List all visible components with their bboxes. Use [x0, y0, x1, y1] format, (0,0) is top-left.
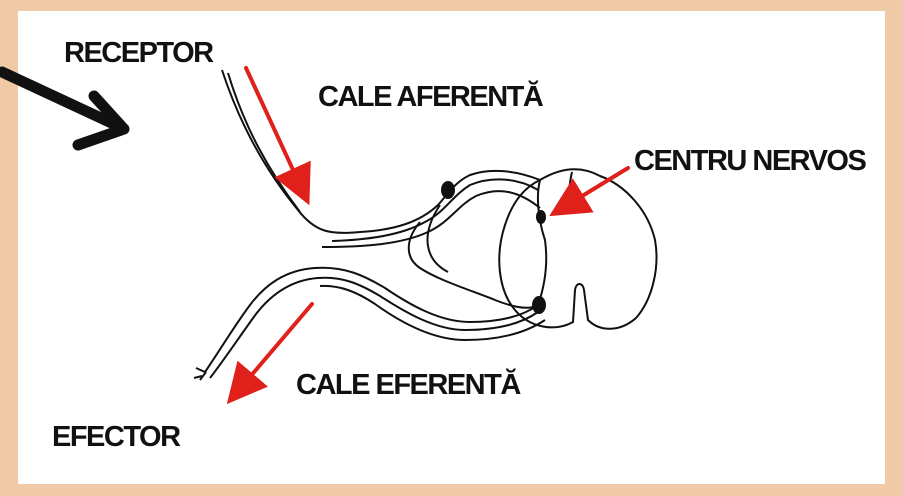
receptor-label: RECEPTOR [64, 37, 214, 69]
efferent-fiber [194, 268, 545, 380]
efferent-path-label: CALE EFERENTĂ [296, 368, 521, 401]
afferent-neuron-body [441, 181, 455, 199]
nerve-center-arrow [556, 168, 628, 212]
afferent-path-label: CALE AFERENTĂ [318, 80, 544, 113]
pointer-arrow [2, 72, 124, 145]
spinal-cord [499, 169, 656, 329]
interneuron-body [536, 210, 546, 224]
efferent-neuron-body [532, 296, 546, 314]
nerve-center-label: CENTRU NERVOS [634, 145, 866, 177]
label-arrows [232, 68, 628, 398]
effector-label: EFECTOR [52, 421, 181, 453]
